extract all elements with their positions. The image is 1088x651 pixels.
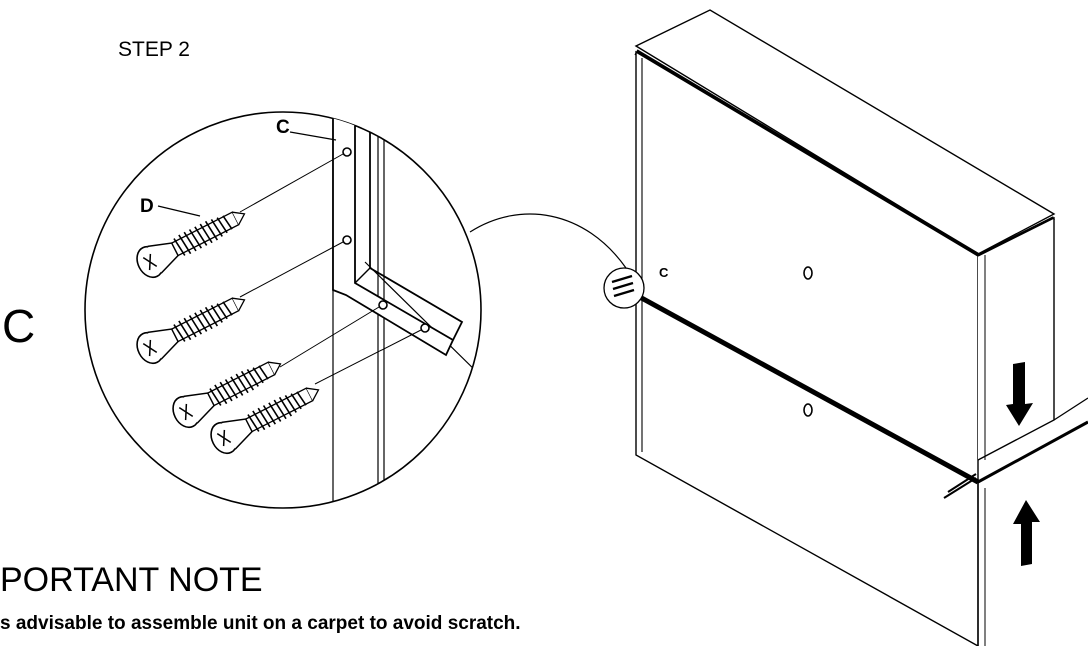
screw [172,361,282,429]
cabinet-joint [634,292,980,485]
shelf-edge [364,261,481,381]
detail-circle [84,111,482,509]
joint-screws [943,473,977,499]
detail-marker [603,267,645,309]
note-body: s advisable to assemble unit on a carpet… [0,613,521,634]
step-title: STEP 2 [118,38,190,61]
callout-leader [289,131,337,141]
screw [136,297,246,365]
bracket-hole [342,147,352,157]
cam-lock-hole [803,403,813,417]
note-title: PORTANT NOTE [0,561,263,599]
callout-bracket-c: C [276,117,290,138]
arrow-up-icon [1013,500,1040,566]
bracket-hole [342,235,352,245]
screw [136,211,246,279]
screw [210,387,320,455]
cam-lock-hole [803,266,813,280]
arrow-down-icon [1006,362,1033,426]
bracket-hole [420,323,430,333]
guide-line [314,329,422,385]
part-label: C [2,300,35,352]
guide-line [239,241,344,298]
guide-line [239,153,344,213]
callout-leader [157,205,201,217]
detail-connector [469,213,627,269]
cabinet-side [977,216,1055,461]
detail-view [84,111,482,509]
guide-line [279,306,380,368]
bracket-hole [378,300,388,310]
callout-cabinet-c: C [659,265,669,280]
cabinet [603,9,1088,648]
callout-screw-d: D [140,196,154,217]
